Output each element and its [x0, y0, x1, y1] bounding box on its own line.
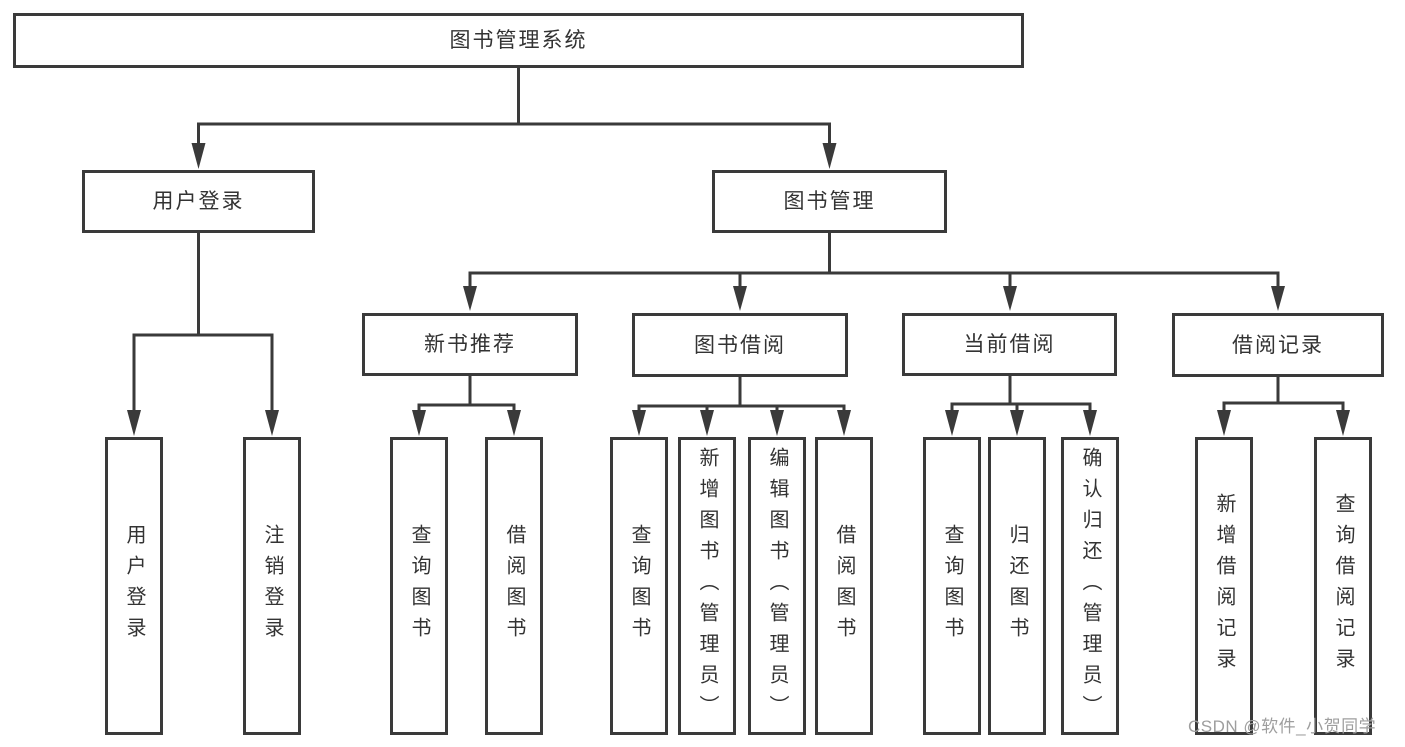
connector-current-borrowing-branch: [945, 374, 1097, 436]
arrowhead-icon: [822, 143, 837, 169]
arrowhead-icon: [945, 410, 959, 436]
node-system-root: 图书管理系统: [13, 13, 1024, 68]
node-book-borrowing: 图书借阅: [632, 313, 848, 377]
arrowhead-icon: [1010, 410, 1024, 436]
leaf-query-books-borrowing: 查询图书: [610, 437, 668, 735]
leaf-confirm-return-admin: 确认归还（管理员）: [1061, 437, 1119, 735]
arrowhead-icon: [770, 410, 784, 436]
arrowhead-icon: [837, 410, 851, 436]
arrowhead-icon: [507, 410, 521, 436]
connector-borrowing-branch: [632, 375, 851, 436]
arrowhead-icon: [733, 286, 747, 311]
leaf-logout: 注销登录: [243, 437, 301, 735]
connector-records-branch: [1217, 375, 1350, 436]
leaf-edit-books-admin: 编辑图书（管理员）: [748, 437, 806, 735]
connector-book-management-branch: [463, 231, 1285, 311]
leaf-return-books: 归还图书: [988, 437, 1046, 735]
leaf-query-borrow-record: 查询借阅记录: [1314, 437, 1372, 735]
connector-user-login-branch: [127, 231, 279, 436]
arrowhead-icon: [632, 410, 646, 436]
arrowhead-icon: [1083, 410, 1097, 436]
arrowhead-icon: [265, 410, 279, 436]
node-current-borrowing: 当前借阅: [902, 313, 1117, 376]
leaf-borrow-books-borrowing: 借阅图书: [815, 437, 873, 735]
node-new-book-recommendation: 新书推荐: [362, 313, 578, 376]
arrowhead-icon: [1271, 286, 1285, 311]
watermark: CSDN @软件_小贺同学: [1188, 717, 1377, 736]
node-book-management: 图书管理: [712, 170, 947, 233]
leaf-query-books-recommendation: 查询图书: [390, 437, 448, 735]
arrowhead-icon: [412, 410, 426, 436]
leaf-add-books-admin: 新增图书（管理员）: [678, 437, 736, 735]
arrowhead-icon: [127, 410, 141, 436]
arrowhead-icon: [191, 143, 206, 169]
node-borrowing-records: 借阅记录: [1172, 313, 1384, 377]
connector-recommendation-branch: [412, 374, 521, 436]
arrowhead-icon: [1336, 410, 1350, 436]
arrowhead-icon: [1003, 286, 1017, 311]
arrowhead-icon: [700, 410, 714, 436]
leaf-query-books-current: 查询图书: [923, 437, 981, 735]
connector-root-to-level2: [191, 66, 837, 169]
leaf-borrow-books-recommendation: 借阅图书: [485, 437, 543, 735]
leaf-add-borrow-record: 新增借阅记录: [1195, 437, 1253, 735]
leaf-user-login: 用户登录: [105, 437, 163, 735]
arrowhead-icon: [463, 286, 477, 311]
node-user-login: 用户登录: [82, 170, 315, 233]
arrowhead-icon: [1217, 410, 1231, 436]
